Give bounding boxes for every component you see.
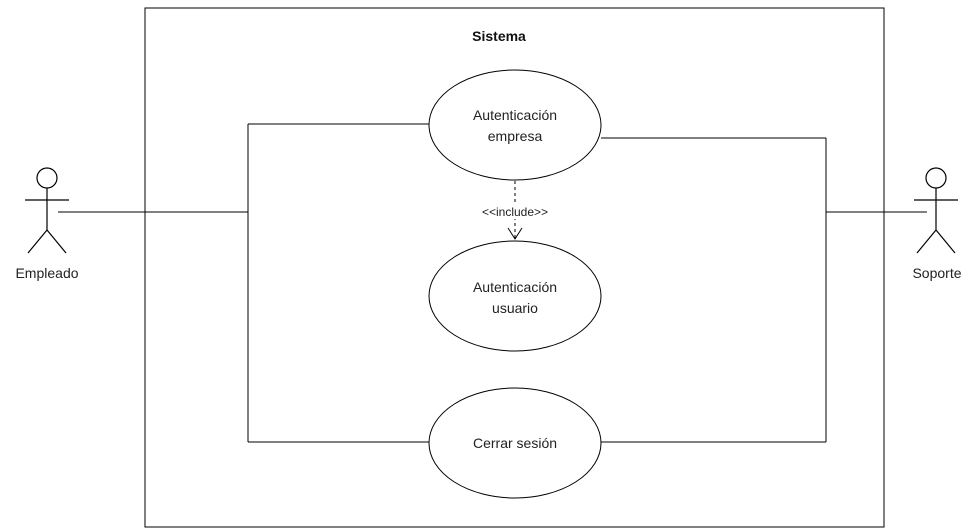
soporte-associations [601,137,927,443]
actor-soporte-head [925,167,947,189]
usecase-autenticacion-usuario-line1: Autenticación [473,279,557,295]
include-label: <<include>> [482,205,548,219]
usecase-autenticacion-usuario-line2: usuario [492,300,538,316]
actor-soporte-label: Soporte [912,265,961,281]
usecase-autenticacion-empresa-line2: empresa [488,128,543,144]
actor-empleado-label: Empleado [15,265,78,281]
system-title: Sistema [472,28,526,44]
empleado-associations [58,123,429,443]
include-arrowhead [507,227,523,240]
include-label-bg [470,203,560,219]
system-boundary [144,7,885,528]
usecase-autenticacion-empresa-line1: Autenticación [473,107,557,123]
usecase-autenticacion-usuario [428,240,602,352]
usecase-autenticacion-empresa [428,69,602,181]
actor-soporte [914,167,958,254]
usecase-cerrar-sesion-label: Cerrar sesión [473,435,557,451]
actor-empleado-head [36,167,58,189]
actor-empleado [25,167,69,254]
usecase-cerrar-sesion [428,387,602,499]
